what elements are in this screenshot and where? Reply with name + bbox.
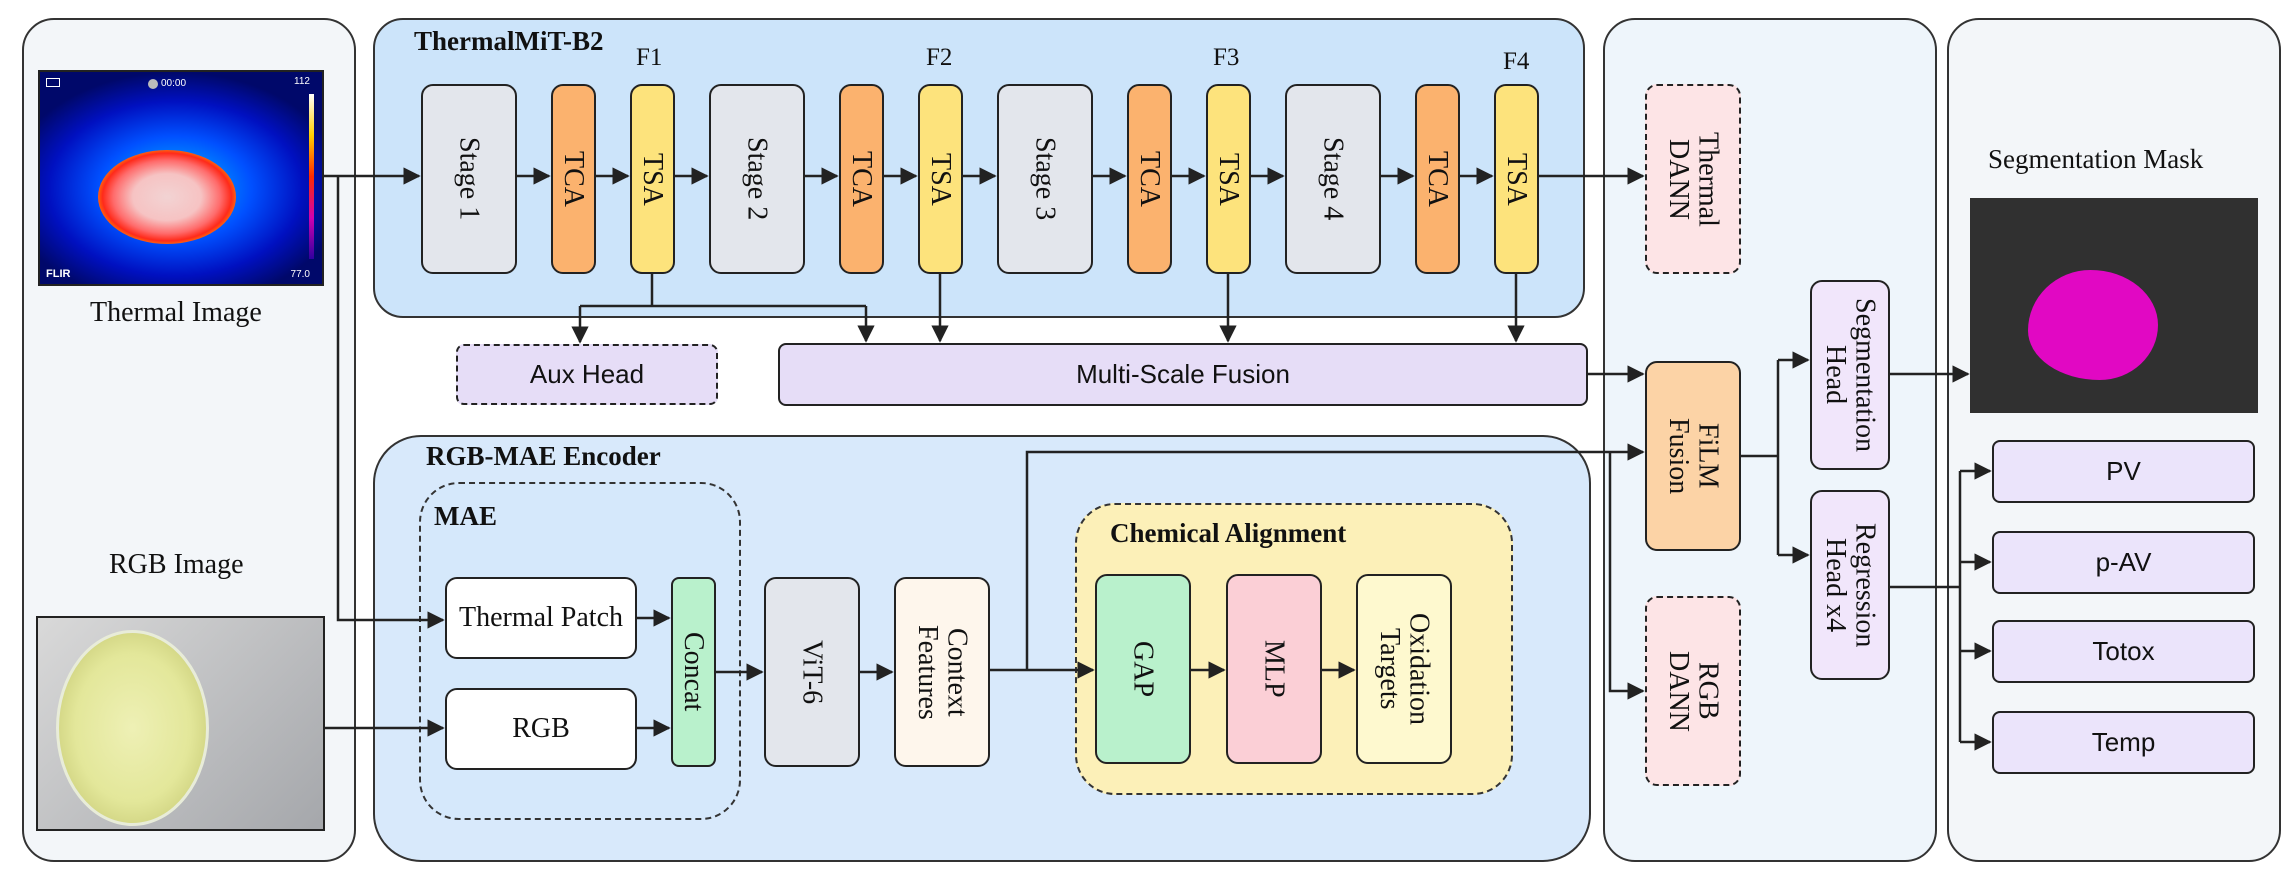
feature-f1-label: F1 <box>636 44 663 71</box>
mask-blob <box>2028 270 2158 380</box>
flir-min-value: 77.0 <box>290 269 310 280</box>
flir-max-value: 112 <box>294 76 310 87</box>
thermal-image: 112 77.0 FLIR 00:00 <box>38 70 324 286</box>
tsa-2: TSA <box>918 84 963 274</box>
output-temp: Temp <box>1992 711 2255 774</box>
mlp-box: MLP <box>1226 574 1322 764</box>
flir-record-timer: 00:00 <box>148 78 186 89</box>
thermal-encoder-title: ThermalMiT-B2 <box>414 26 604 56</box>
segmentation-head: Segmentation Head <box>1810 280 1890 470</box>
rgb-input-box: RGB <box>445 688 637 770</box>
tsa-3: TSA <box>1206 84 1251 274</box>
chem-align-title: Chemical Alignment <box>1110 518 1347 548</box>
rgb-image <box>36 616 325 831</box>
record-dot-icon <box>148 78 158 89</box>
segmentation-mask-title: Segmentation Mask <box>1988 144 2204 174</box>
tsa-1: TSA <box>630 84 675 274</box>
feature-f3-label: F3 <box>1213 44 1240 71</box>
flir-logo: FLIR <box>46 268 71 280</box>
film-fusion: FiLM Fusion <box>1645 361 1741 551</box>
segmentation-mask-image <box>1970 198 2258 413</box>
battery-icon <box>46 78 60 87</box>
oxidation-targets-box: Oxidation Targets <box>1356 574 1452 764</box>
rgb-dann: RGB DANN <box>1645 596 1741 786</box>
stage-1: Stage 1 <box>421 84 517 274</box>
rgb-mae-title: RGB-MAE Encoder <box>426 441 661 471</box>
multi-scale-fusion: Multi-Scale Fusion <box>778 343 1588 406</box>
thermal-dann: Thermal DANN <box>1645 84 1741 274</box>
feature-f4-label: F4 <box>1503 48 1530 75</box>
thermal-image-label: Thermal Image <box>90 297 262 328</box>
tca-1: TCA <box>551 84 596 274</box>
stage-2: Stage 2 <box>709 84 805 274</box>
stage-4: Stage 4 <box>1285 84 1381 274</box>
tca-2: TCA <box>839 84 884 274</box>
rgb-image-label: RGB Image <box>109 549 244 580</box>
regression-head: Regression Head x4 <box>1810 490 1890 680</box>
aux-head: Aux Head <box>456 344 718 405</box>
vit-6-box: ViT-6 <box>764 577 860 767</box>
thermal-hot-ring <box>98 150 236 244</box>
output-pv: PV <box>1992 440 2255 503</box>
thermal-scale-bar <box>309 94 314 259</box>
stage-3: Stage 3 <box>997 84 1093 274</box>
context-features-box: Context Features <box>894 577 990 767</box>
concat-box: Concat <box>671 577 716 767</box>
tca-3: TCA <box>1127 84 1172 274</box>
mae-title: MAE <box>434 501 497 531</box>
petri-dish <box>56 630 209 826</box>
output-totox: Totox <box>1992 620 2255 683</box>
tca-4: TCA <box>1415 84 1460 274</box>
tsa-4: TSA <box>1494 84 1539 274</box>
gap-box: GAP <box>1095 574 1191 764</box>
output-p-av: p-AV <box>1992 531 2255 594</box>
thermal-patch-box: Thermal Patch <box>445 577 637 659</box>
flir-time: 00:00 <box>161 78 187 89</box>
feature-f2-label: F2 <box>926 44 953 71</box>
